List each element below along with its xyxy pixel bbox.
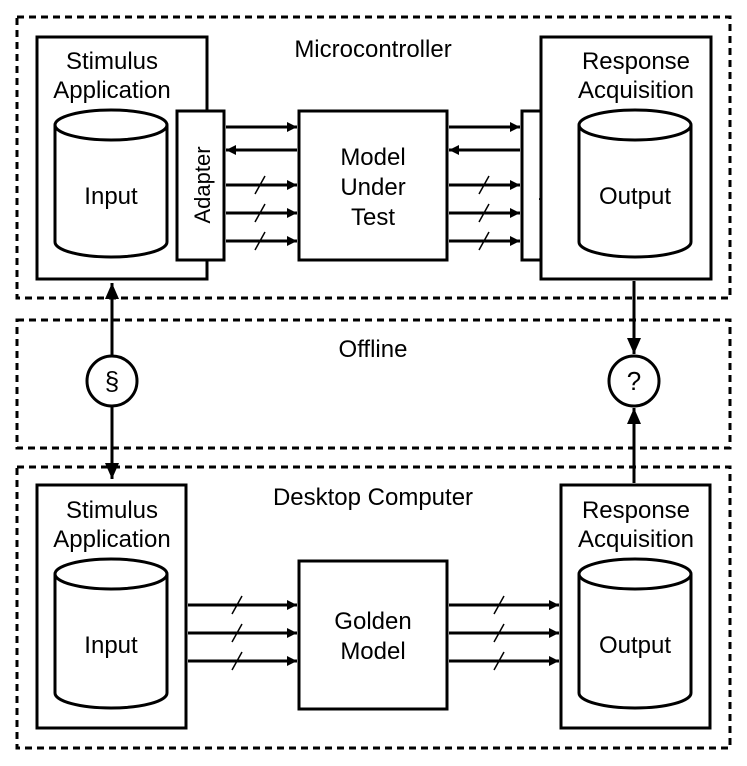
mc-response-label-1: Response <box>582 48 690 75</box>
desktop-right-connections <box>449 595 559 671</box>
mc-response-label-2: Acquisition <box>578 77 694 104</box>
mut-label-2: Under <box>340 174 405 201</box>
mc-output-label: Output <box>599 183 671 210</box>
mc-right-connections <box>449 122 520 251</box>
microcontroller-region <box>15 15 732 300</box>
compare-symbol-node <box>607 354 661 408</box>
mc-stimulus-label-2: Application <box>53 77 170 104</box>
golden-model-label-2: Model <box>340 638 405 665</box>
mut-label-3: Test <box>351 204 395 231</box>
golden-model-box <box>297 559 449 711</box>
desktop-response-label-2: Acquisition <box>578 526 694 553</box>
mut-label-1: Model <box>340 144 405 171</box>
desktop-stimulus-label-1: Stimulus <box>66 497 158 524</box>
desktop-stimulus-label-2: Application <box>53 526 170 553</box>
desktop-left-connections <box>188 595 297 671</box>
model-under-test-box <box>297 109 449 262</box>
section-symbol-node <box>85 354 139 408</box>
section-symbol: § <box>105 366 119 396</box>
offline-title: Offline <box>339 336 408 363</box>
desktop-input-label: Input <box>84 632 138 659</box>
microcontroller-title: Microcontroller <box>294 36 451 63</box>
golden-model-label-1: Golden <box>334 608 411 635</box>
mc-adapter-left-label: Adapter <box>190 146 215 223</box>
desktop-input-database-icon <box>53 557 169 710</box>
mc-input-label: Input <box>84 183 138 210</box>
mc-output-database-icon <box>577 108 693 259</box>
mc-input-database-icon <box>53 108 169 259</box>
desktop-region <box>15 465 732 750</box>
mc-stimulus-label-1: Stimulus <box>66 48 158 75</box>
desktop-response-label-1: Response <box>582 497 690 524</box>
desktop-title: Desktop Computer <box>273 484 473 511</box>
compare-symbol: ? <box>627 366 641 396</box>
desktop-output-database-icon <box>577 557 693 710</box>
mc-adapter-left <box>175 109 226 262</box>
desktop-output-label: Output <box>599 632 671 659</box>
mc-left-connections <box>226 122 297 251</box>
